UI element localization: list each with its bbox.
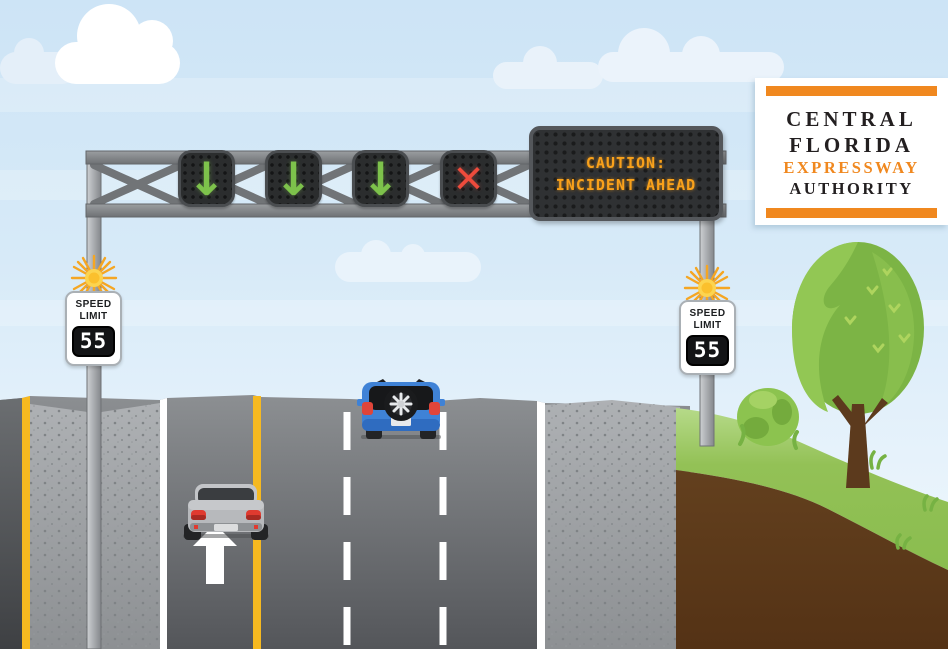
tree-canopy-highlight [872,252,915,410]
road-surface [0,395,690,649]
sedan-car [183,484,269,540]
speed-sign-label: SPEED [75,299,112,310]
speed-sign-label: LIMIT [693,319,722,331]
suv-car [357,379,445,439]
variable-message-board: CAUTION: INCIDENT AHEAD [529,126,723,221]
concrete-texture [545,400,680,649]
leaf-marks [844,267,911,354]
speed-limit-sign-right: SPEED LIMIT 55 [679,300,736,375]
lane-1-signal: ↓ [178,150,235,207]
cloud [598,28,784,82]
tree-branch [832,395,858,428]
speed-limit-sign-left: SPEED LIMIT 55 [65,291,122,366]
cloud [55,4,180,84]
shoulder-left [0,398,22,649]
pavement-arrow-marking [193,524,237,584]
gantry-left-pole [86,150,102,649]
speed-value: 55 [693,338,722,362]
speed-value-display: 55 [686,335,729,366]
cfx-logo: CENTRAL FLORIDA EXPRESSWAY AUTHORITY [755,78,948,225]
message-line-2: INCIDENT AHEAD [555,175,697,194]
down-arrow-icon: ↓ [187,151,226,206]
down-arrow-icon: ↓ [361,151,400,206]
lane-3-signal: ↓ [352,150,409,207]
logo-top-bar [766,86,937,96]
logo-line-central: CENTRAL [786,107,917,132]
bush [737,388,799,450]
tree [792,242,924,488]
grass-tufts [869,450,939,550]
tree-branch [862,398,888,428]
grass-hill [676,408,948,570]
x-mark-icon: ✕ [452,156,485,201]
cloud [335,240,481,282]
logo-line-authority: AUTHORITY [789,178,914,198]
lane-4-signal: ✕ [440,150,497,207]
tree-canopy-highlight [792,242,858,412]
white-lane-line-right [537,401,545,649]
logo-bottom-bar [766,208,937,218]
logo-line-expressway: EXPRESSWAY [783,158,920,178]
sky-stripe [0,300,948,326]
logo-line-florida: FLORIDA [789,132,914,157]
cloud [493,46,603,89]
speed-sign-label: LIMIT [79,310,108,322]
yellow-edge-line-left [22,396,30,649]
speed-sign-label: SPEED [689,308,726,319]
speed-value-display: 55 [72,326,115,357]
lane-2-signal: ↓ [265,150,322,207]
dirt-cross-section [676,470,948,649]
white-lane-line-left [160,398,167,649]
down-arrow-icon: ↓ [274,151,313,206]
flashing-beacon-icon [70,254,118,302]
message-line-1: CAUTION: [585,153,667,172]
speed-value: 55 [79,329,108,353]
